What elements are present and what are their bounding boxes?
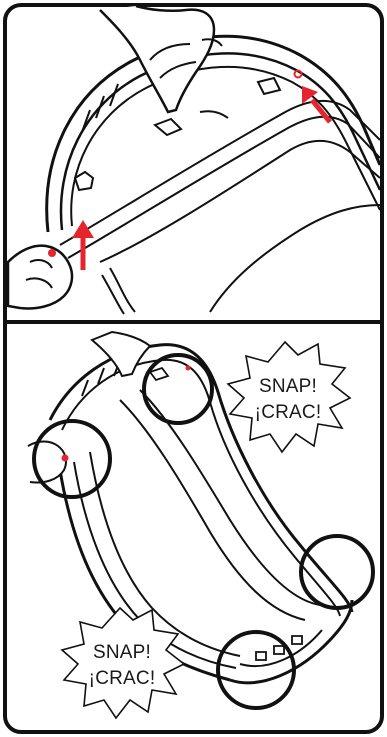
release-button-marker [62,455,69,462]
snap-callout-line2: ¡CRAC! [255,402,322,423]
release-button-marker [48,249,56,257]
release-button-marker [186,366,191,371]
snap-callout-line1: SNAP! [259,376,317,397]
snap-callout-line2: ¡CRAC! [89,668,156,689]
snap-callout-line1: SNAP! [93,642,151,663]
